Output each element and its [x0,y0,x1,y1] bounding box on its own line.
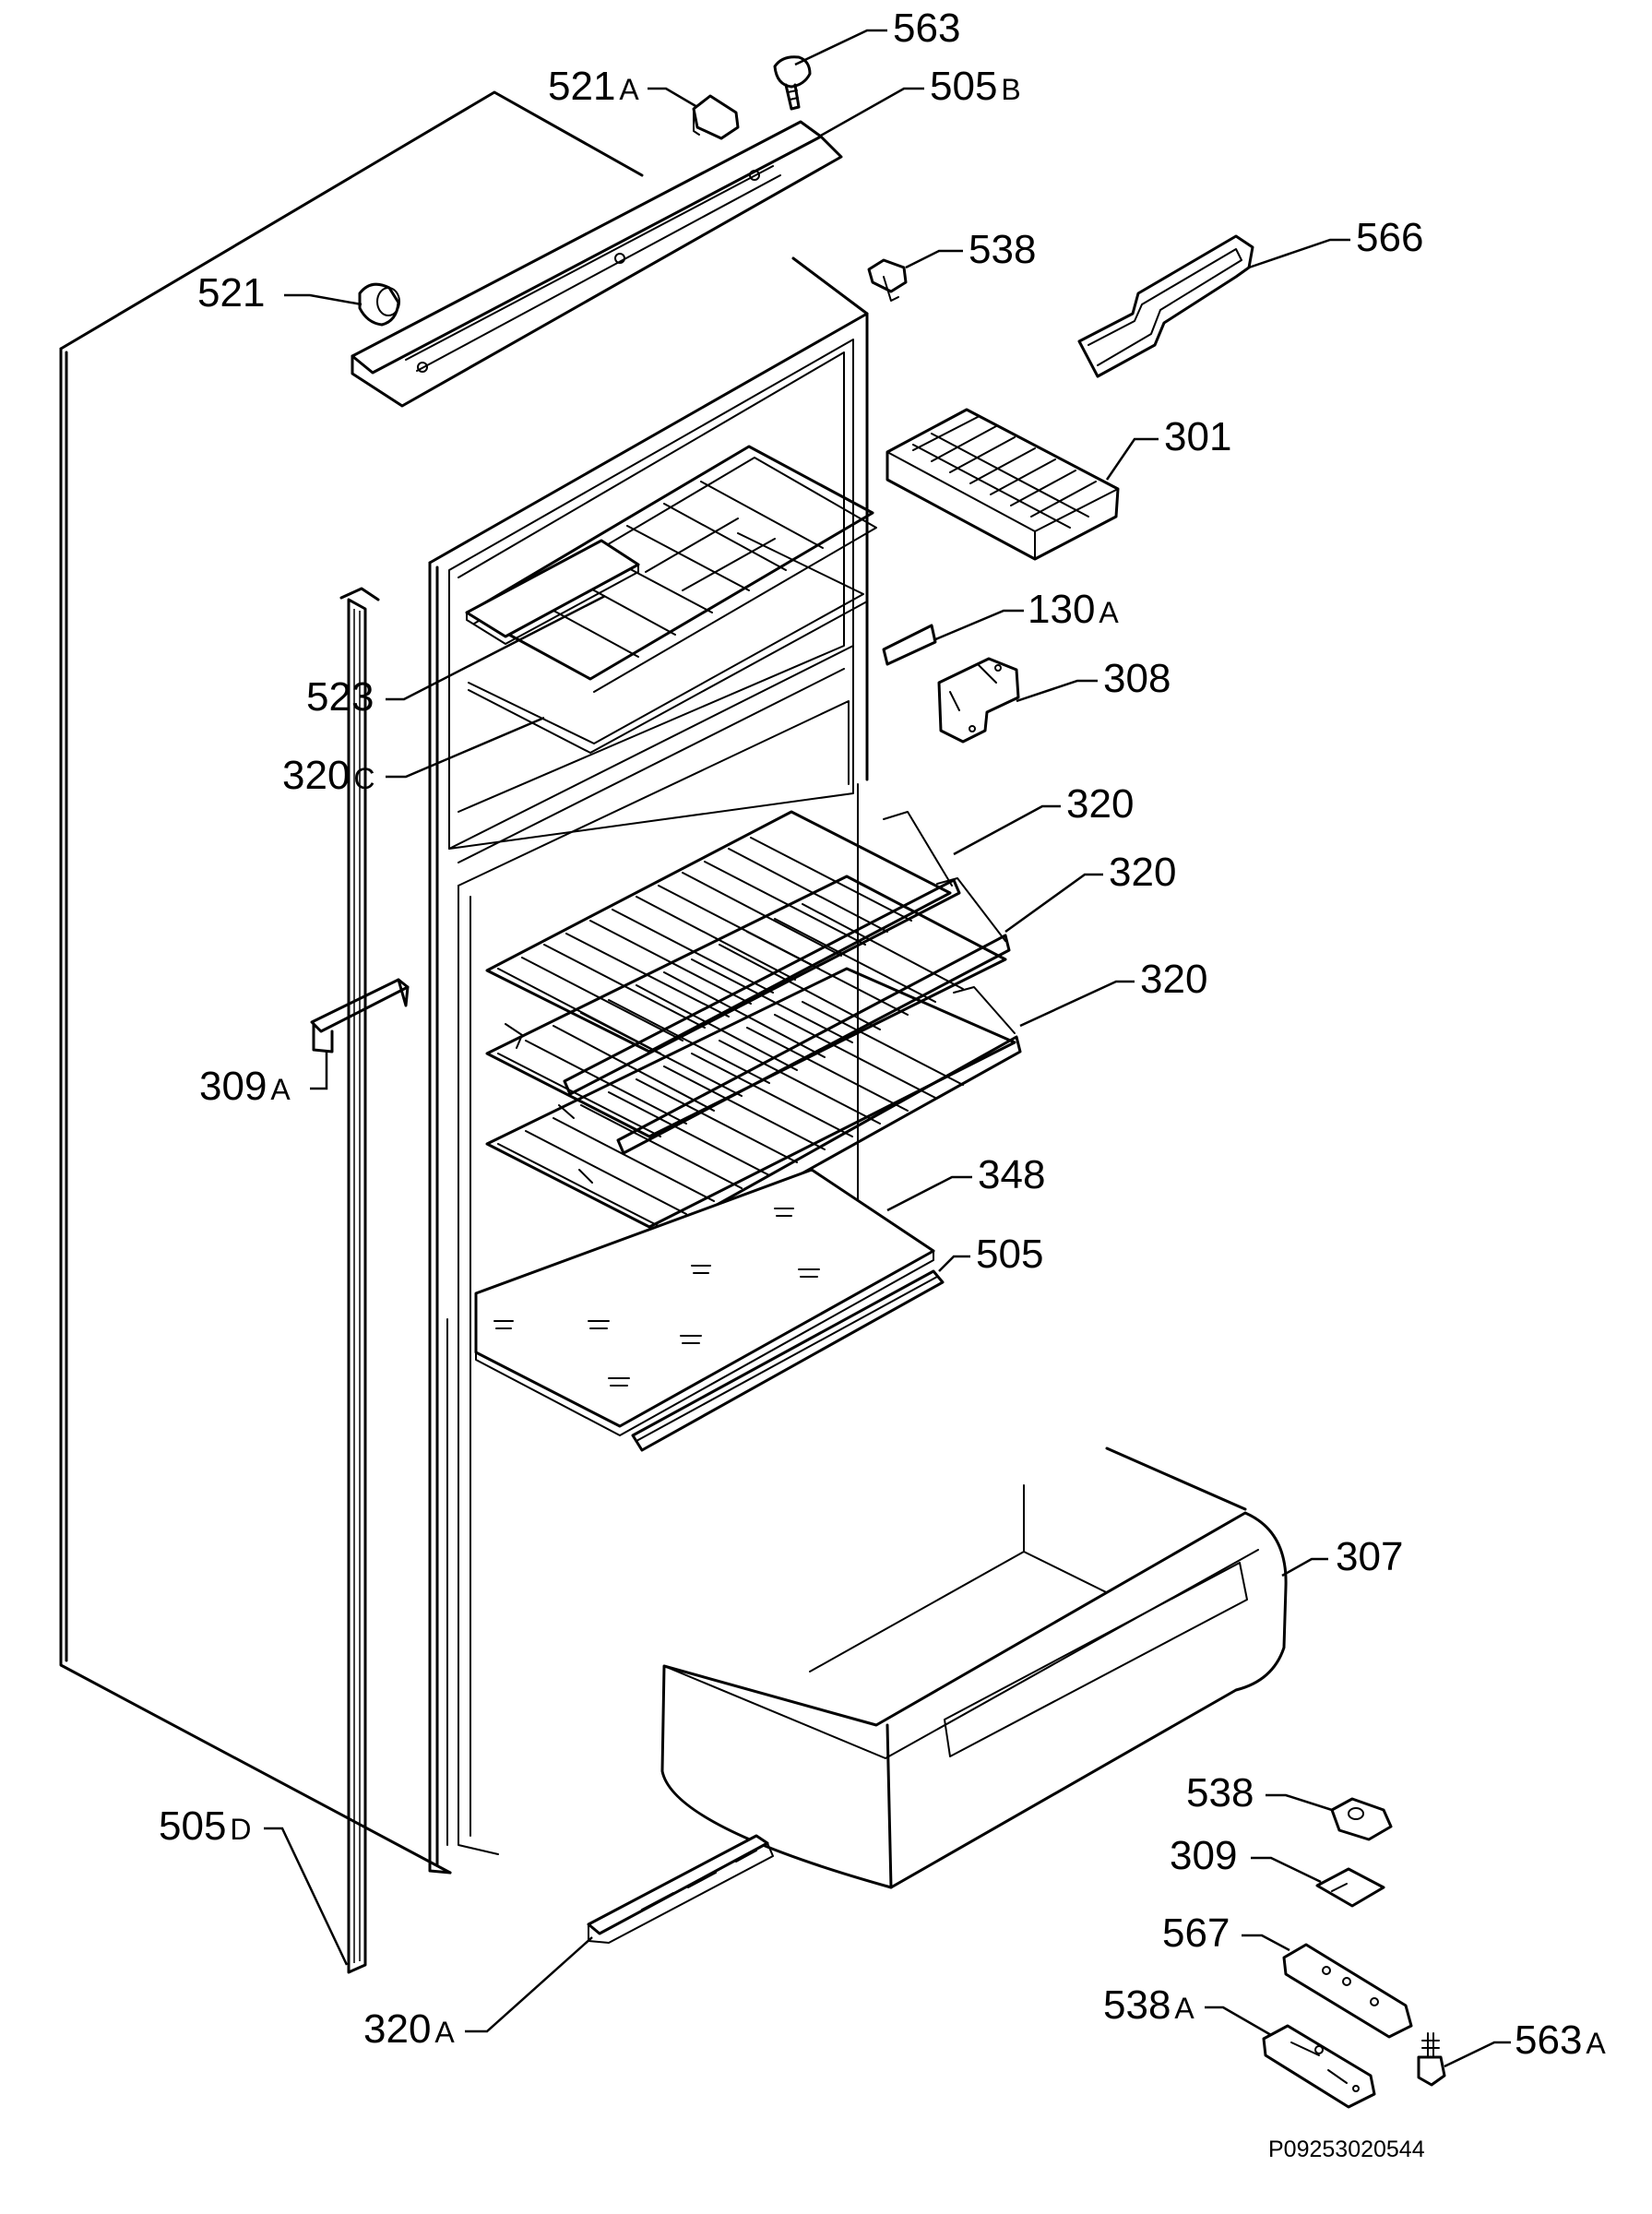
part-number: 563 [893,6,960,51]
part-number: 308 [1103,656,1171,701]
part-number: 523 [306,674,374,720]
part-suffix: A [1586,2027,1606,2060]
part-number: 521 [197,270,265,315]
part-number: 505 [159,1803,226,1849]
glass-shelf [474,1168,945,1452]
crisper-drawer [660,1446,1288,1889]
part-number: 505 [976,1232,1043,1277]
freezer-shelf [465,445,877,754]
part-number: 566 [1356,215,1423,260]
part-label-348: 348 [978,1152,1045,1197]
part-suffix: A [434,2016,455,2049]
part-suffix: D [230,1813,251,1846]
ice-scraper [1077,234,1254,378]
part-label-308: 308 [1103,656,1171,701]
part-label-301: 301 [1164,414,1231,459]
part-label-320: 320 [1140,957,1207,1002]
part-number: 320 [363,2006,431,2052]
part-number: 538 [1103,1982,1171,2028]
part-number: 348 [978,1152,1045,1197]
leader-lines [264,29,1511,2068]
part-label-521: 521 [197,270,265,315]
part-number: 320 [1109,850,1176,895]
part-label-320: 320 [1066,781,1134,827]
part-number: 538 [1186,1770,1254,1815]
document-code: P09253020544 [1268,2137,1425,2162]
part-number: 309 [1170,1833,1237,1878]
ice-cube-tray [885,408,1120,561]
part-number: 567 [1162,1910,1230,1956]
part-suffix: A [619,73,639,106]
part-suffix: C [353,762,374,795]
part-suffix: A [270,1073,291,1106]
part-label-566: 566 [1356,215,1423,260]
part-number: 320 [1066,781,1134,827]
part-number: 563 [1515,2018,1582,2063]
part-number: 301 [1164,414,1231,459]
part-suffix: B [1001,73,1020,106]
part-number: 130 [1028,587,1095,632]
part-label-505: 505 [976,1232,1043,1277]
part-number: 521 [548,64,615,109]
part-number: 320 [1140,957,1207,1002]
part-label-538: 538 [969,227,1036,272]
bottom-hinge-parts [587,1797,1446,2109]
part-label-307: 307 [1336,1534,1403,1579]
part-label-563: 563 [893,6,960,51]
part-number: 307 [1336,1534,1403,1579]
part-suffix: A [1099,596,1119,629]
part-number: 320 [282,753,350,798]
part-label-538: 538 [1186,1770,1254,1815]
top-hinge-rail [351,55,908,408]
part-label-567: 567 [1162,1910,1230,1956]
hinge-parts [882,624,1020,744]
part-number: 538 [969,227,1036,272]
cabinet-body [59,90,869,1974]
part-number: 505 [930,64,997,109]
part-label-523: 523 [306,674,374,720]
part-label-309: 309 [1170,1833,1237,1878]
part-suffix: A [1174,1992,1194,2025]
part-number: 309 [199,1064,267,1109]
part-label-320: 320 [1109,850,1176,895]
